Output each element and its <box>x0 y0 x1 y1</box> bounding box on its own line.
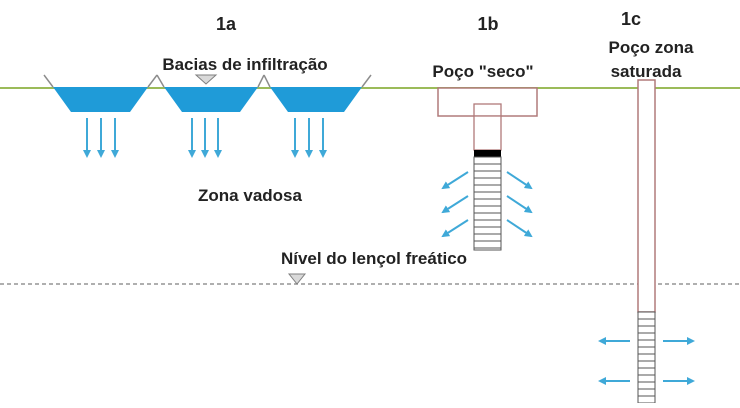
sat-well-casing <box>637 79 656 313</box>
infiltration-basin-3 <box>263 74 372 112</box>
label-basins: Bacias de infiltração <box>162 55 327 74</box>
label-dry-well: Poço "seco" <box>432 62 533 81</box>
dry-well-infiltration-arrows <box>441 171 533 238</box>
basin-water <box>270 87 362 112</box>
infiltration-basin-2 <box>156 74 265 112</box>
dry-well-cap-opening <box>473 103 502 117</box>
basin-water-level-marker-icon <box>194 74 218 85</box>
label-1a: 1a <box>216 14 237 34</box>
basin-infiltration-arrows <box>83 118 327 158</box>
label-vadose-zone: Zona vadosa <box>198 186 302 205</box>
label-sat-well-1: Poço zona <box>608 38 694 57</box>
basin-water <box>53 87 148 112</box>
dry-well-casing <box>473 115 502 151</box>
saturated-zone-well <box>637 79 656 404</box>
sat-well-screen-slots <box>638 318 655 397</box>
basin-wall <box>257 74 265 88</box>
arrow-icon <box>506 219 533 238</box>
basin-wall <box>156 74 165 88</box>
label-1c: 1c <box>621 9 641 29</box>
basin-wall <box>43 74 54 88</box>
arrow-icon <box>441 219 469 238</box>
label-1b: 1b <box>477 14 498 34</box>
basin-wall <box>361 74 372 88</box>
arrow-icon <box>506 195 533 214</box>
arrow-icon <box>441 195 469 214</box>
dry-well-seal <box>474 150 501 157</box>
dry-well <box>437 87 538 251</box>
basin-water <box>164 87 258 112</box>
infiltration-basin-1 <box>43 74 158 112</box>
label-water-table: Nível do lençol freático <box>281 249 467 268</box>
sat-well-injection-arrows <box>598 337 695 385</box>
arrow-icon <box>441 171 469 190</box>
basin-wall <box>263 74 271 88</box>
dry-well-screen-slots <box>474 163 501 249</box>
arrow-icon <box>506 171 533 190</box>
water-table-marker-icon <box>287 273 307 285</box>
basin-wall <box>147 74 158 88</box>
label-sat-well-2: saturada <box>611 62 682 81</box>
